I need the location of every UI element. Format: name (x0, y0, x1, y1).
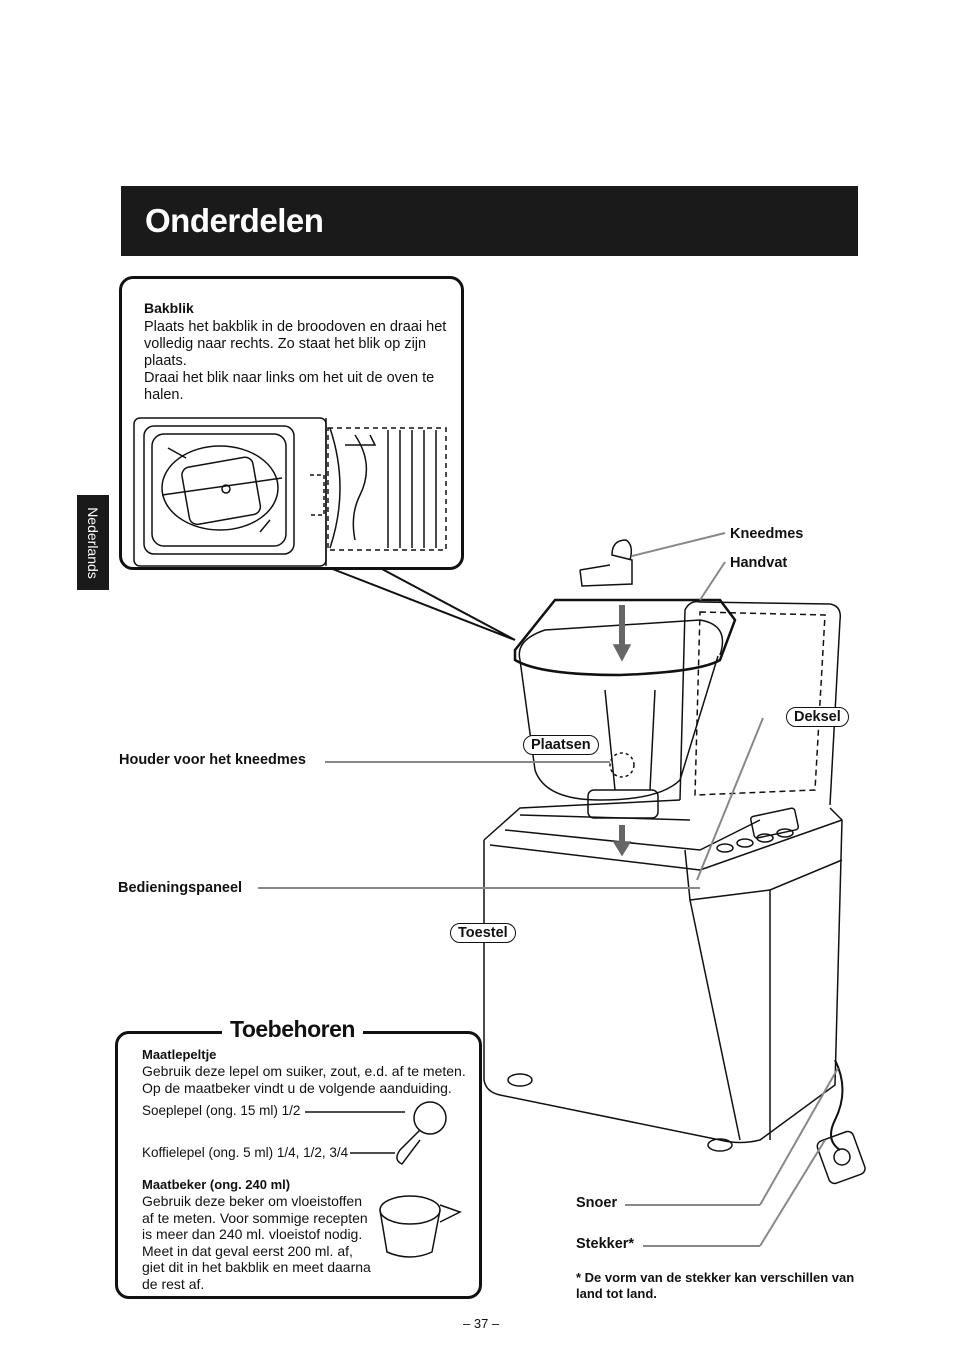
label-toestel: Toestel (450, 923, 516, 943)
bakblik-paragraph-1: Plaats het bakblik in de broodoven en dr… (144, 319, 447, 369)
bakblik-description: Plaats het bakblik in de broodoven en dr… (144, 319, 454, 404)
kneading-blade-drawing (579, 539, 633, 587)
label-houder-kneedmes: Houder voor het kneedmes (119, 752, 306, 768)
maatlepeltje-description: Gebruik deze lepel om suiker, zout, e.d.… (142, 1063, 472, 1096)
language-tab: Nederlands (77, 495, 109, 590)
soeplepel-line: Soeplepel (ong. 15 ml) 1/2 (142, 1103, 301, 1118)
bakblik-title: Bakblik (144, 300, 194, 316)
label-stekker: Stekker* (576, 1236, 635, 1252)
page-number: – 37 – (463, 1316, 500, 1331)
bread-pan-drawing (513, 598, 737, 857)
label-handvat: Handvat (730, 555, 788, 571)
maatbeker-description: Gebruik deze beker om vloeistoffen af te… (142, 1193, 371, 1292)
footnote: * De vorm van de stekker kan verschillen… (576, 1270, 855, 1301)
maatlepeltje-line-2: Op de maatbeker vindt u de volgende aand… (142, 1079, 452, 1096)
label-plaatsen: Plaatsen (523, 735, 599, 755)
label-bedieningspaneel: Bedieningspaneel (118, 880, 243, 896)
koffielepel-line: Koffielepel (ong. 5 ml) 1/4, 1/2, 3/4 (142, 1145, 349, 1160)
label-deksel: Deksel (786, 707, 849, 727)
title-bar: Onderdelen (121, 186, 858, 256)
measuring-spoon-drawing (305, 1101, 447, 1165)
machine-body-drawing (483, 600, 866, 1185)
bakblik-callout-box (119, 276, 464, 570)
maatlepeltje-title: Maatlepeltje (142, 1047, 217, 1062)
bakblik-paragraph-2: Draai het blik naar links om het uit de … (144, 370, 435, 403)
bakblik-inset-drawing (133, 417, 447, 567)
label-kneedmes: Kneedmes (730, 526, 804, 542)
toebehoren-heading: Toebehoren (222, 1016, 363, 1043)
page-title: Onderdelen (145, 202, 324, 239)
maatlepeltje-line-1: Gebruik deze lepel om suiker, zout, e.d.… (142, 1063, 466, 1079)
maatbeker-title: Maatbeker (ong. 240 ml) (142, 1177, 291, 1192)
measuring-cup-drawing (379, 1195, 462, 1258)
label-snoer: Snoer (576, 1195, 618, 1211)
